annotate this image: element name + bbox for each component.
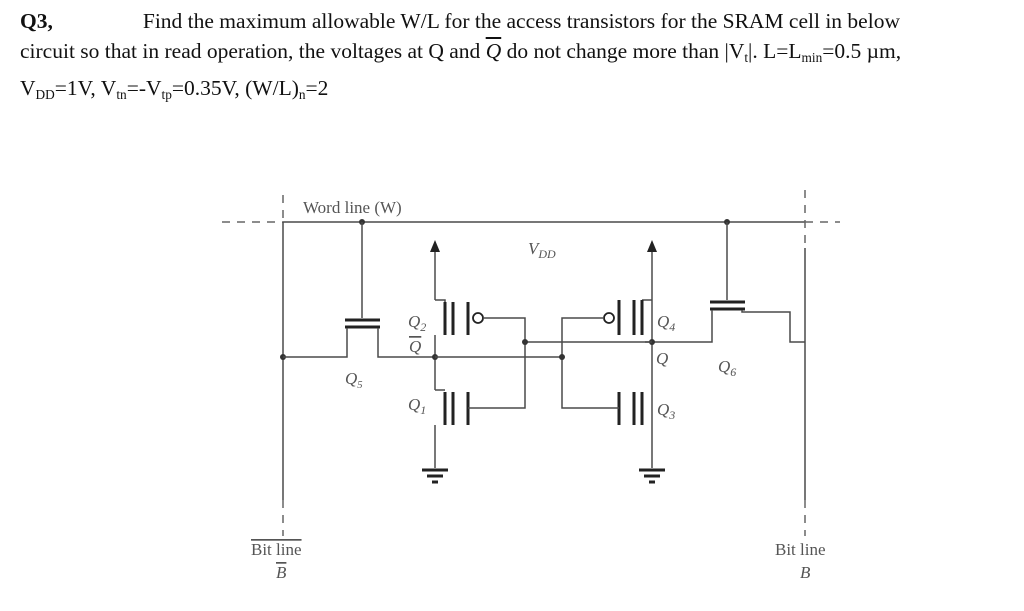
q-node-label: Q [656, 349, 668, 368]
bit-line-left-symbol: B [276, 563, 287, 582]
bit-line-left [280, 195, 286, 536]
bit-line-right-symbol: B [800, 563, 811, 582]
q-text-seg: =2 [305, 75, 329, 100]
bit-line-left-label: Bit line [251, 540, 302, 559]
q-subscript: n [298, 86, 306, 102]
vdd-supply: VDD [430, 239, 657, 300]
q6-label: Q6 [718, 357, 736, 379]
q2-label: Q2 [408, 312, 426, 334]
word-line: Word line (W) [222, 198, 840, 225]
question-number: Q3, [20, 9, 53, 33]
vdd-label: VDD [528, 239, 556, 261]
question-text: Q3, Find the maximum allowable W/L for th… [20, 6, 1020, 110]
vdd-arrow-left [430, 240, 440, 252]
q5-label: Q5 [345, 369, 363, 391]
q4-label: Q4 [657, 312, 675, 334]
inverter-left: Q2 Q Q1 [408, 299, 526, 484]
q-text-seg: =0.5 µm, [822, 39, 902, 63]
question-line-3: VDD=1V, Vtn=-Vtp=0.35V, (W/L)n=2 [20, 73, 1020, 110]
q-text-seg: =-V [126, 75, 162, 100]
vdd-arrow-right [647, 240, 657, 252]
q1-label: Q1 [408, 395, 426, 417]
transistor-q6: Q6 [645, 222, 805, 379]
word-line-label: Word line (W) [303, 198, 402, 217]
q-text-seg: V [20, 75, 36, 100]
cross-coupling [435, 339, 652, 360]
bit-line-right-label: Bit line [775, 540, 826, 559]
q-subscript: t [744, 49, 749, 65]
transistor-q5: Q5 [283, 222, 435, 391]
qbar-node-label: Q [409, 337, 421, 356]
q-text-seg: do not change more than |V [501, 39, 745, 63]
question-line-2: circuit so that in read operation, the v… [20, 36, 1020, 73]
question-line-1: Q3, Find the maximum allowable W/L for th… [20, 6, 1020, 36]
q-subscript: tn [116, 86, 127, 102]
q-text-seg: circuit so that in read operation, the v… [20, 39, 486, 63]
q-text-seg: =1V, V [54, 75, 117, 100]
question-line-1-text: Find the maximum allowable W/L for the a… [142, 9, 900, 33]
q-text-seg: =0.35V, (W/L) [171, 75, 299, 100]
q-bar-symbol: Q [485, 39, 502, 63]
q-subscript: min [801, 49, 823, 65]
q-text-seg: |. L=L [748, 39, 802, 63]
q-subscript: tp [161, 86, 172, 102]
q3-label: Q3 [657, 400, 675, 422]
inverter-right: Q4 Q Q3 [561, 299, 675, 484]
q-subscript: DD [35, 86, 55, 102]
